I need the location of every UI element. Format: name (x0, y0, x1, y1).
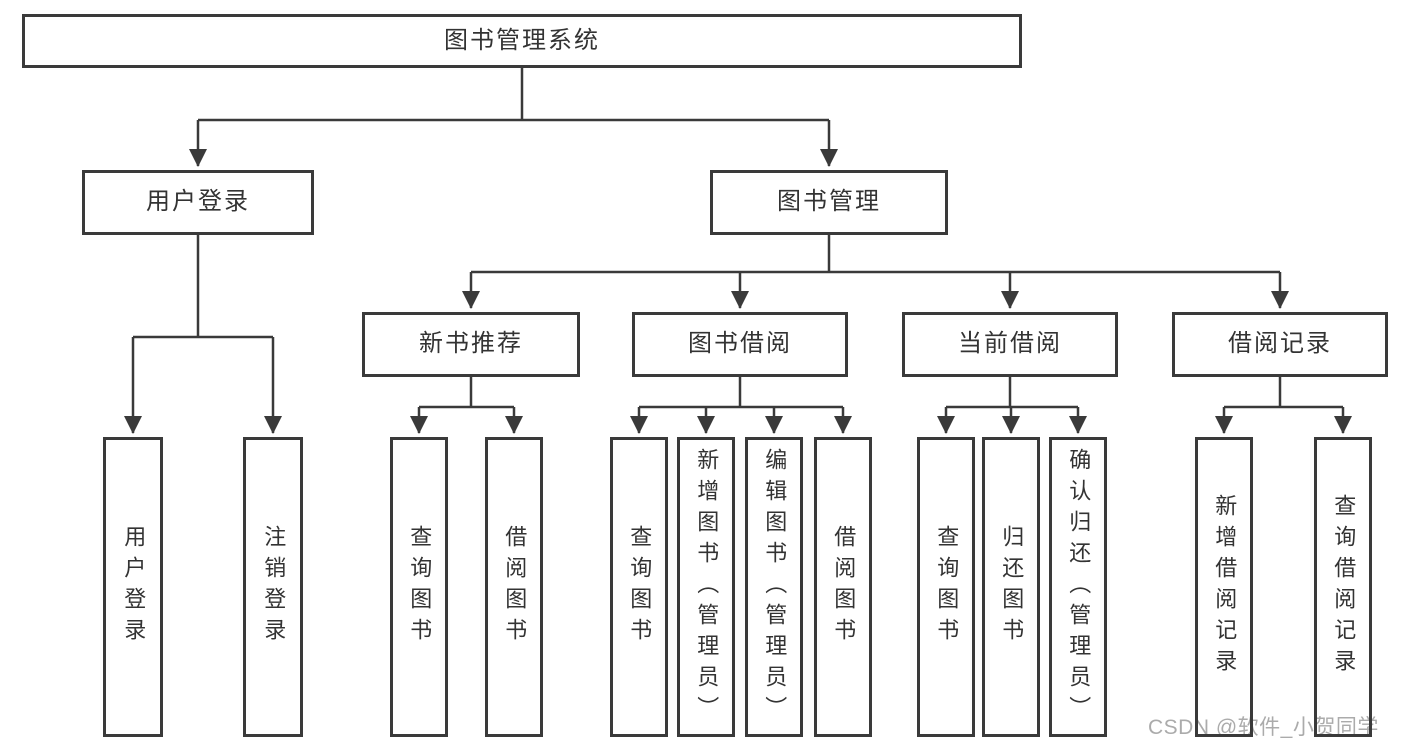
leaf-borrow-borrow: 借阅图书 (814, 437, 872, 737)
leaf-current-return: 归还图书 (982, 437, 1040, 737)
node-new-book-recommend: 新书推荐 (362, 312, 580, 377)
leaf-newbooks-query: 查询图书 (390, 437, 448, 737)
node-book-borrow: 图书借阅 (632, 312, 848, 377)
node-root: 图书管理系统 (22, 14, 1022, 68)
csdn-watermark: CSDN @软件_小贺同学 (1148, 716, 1379, 739)
node-user-login-branch: 用户登录 (82, 170, 314, 235)
leaf-current-confirm-admin: 确认归还（管理员） (1049, 437, 1107, 737)
leaf-logout: 注销登录 (243, 437, 303, 737)
leaf-records-query: 查询借阅记录 (1314, 437, 1372, 737)
leaf-borrow-edit-admin: 编辑图书（管理员） (745, 437, 803, 737)
leaf-current-query: 查询图书 (917, 437, 975, 737)
node-borrow-records: 借阅记录 (1172, 312, 1388, 377)
node-current-borrow: 当前借阅 (902, 312, 1118, 377)
leaf-records-add: 新增借阅记录 (1195, 437, 1253, 737)
node-book-management: 图书管理 (710, 170, 948, 235)
leaf-borrow-add-admin: 新增图书（管理员） (677, 437, 735, 737)
leaf-user-login: 用户登录 (103, 437, 163, 737)
leaf-borrow-query: 查询图书 (610, 437, 668, 737)
leaf-newbooks-borrow: 借阅图书 (485, 437, 543, 737)
